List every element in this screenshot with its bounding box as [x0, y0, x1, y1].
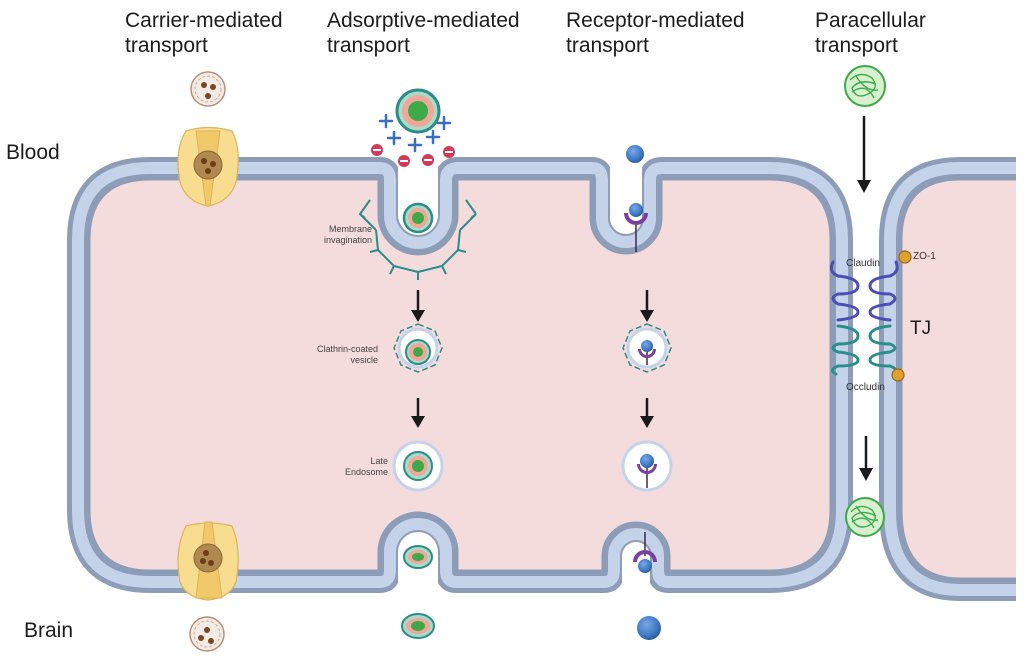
late-endosome-adsorptive: [392, 440, 444, 492]
negative-charges: [371, 144, 455, 167]
carrier-cargo-top: [190, 71, 226, 107]
paracellular-molecule-bottom: [845, 497, 885, 537]
nanocarrier-exocytosis: [403, 545, 433, 569]
receptor-arrow-2: [640, 398, 654, 428]
cationic-nanocarrier-top: [395, 88, 441, 134]
label-late-endosome: Late Endosome: [344, 456, 388, 477]
cell-membrane-inner: [72, 162, 848, 588]
ligand-brain: [637, 616, 661, 640]
paracellular-molecule-top: [844, 65, 886, 107]
claudin-strands: [829, 260, 899, 322]
label-membrane-invagination: Membrane invagination: [323, 224, 372, 245]
adsorptive-mediated-column: [358, 88, 477, 639]
receptor-ligand-invagination: [624, 203, 648, 252]
adsorptive-arrow-1: [411, 290, 425, 322]
clathrin-coated-vesicle-adsorptive: [393, 323, 443, 373]
carrier-cargo-bottom: [189, 616, 225, 652]
positive-charges: [378, 113, 452, 153]
carrier-protein-top: [177, 126, 239, 207]
occludin-strands: [831, 324, 898, 376]
carrier-protein-bottom: [177, 521, 239, 601]
paracellular-column: [829, 65, 912, 537]
paracellular-arrow-bottom: [859, 436, 873, 481]
adsorptive-arrow-2: [411, 398, 425, 428]
label-blood: Blood: [6, 141, 60, 164]
label-claudin: Claudin: [846, 258, 880, 269]
clathrin-coated-vesicle-receptor: [622, 323, 672, 373]
receptor-mediated-column: [621, 145, 673, 640]
label-brain: Brain: [24, 619, 74, 642]
header-carrier-mediated: Carrier-mediated transport: [125, 9, 283, 57]
header-adsorptive-mediated: Adsorptive-mediated transport: [327, 9, 520, 57]
label-clathrin-coated-vesicle: Clathrin-coated vesicle: [316, 344, 378, 365]
nanocarrier-in-invagination: [402, 202, 434, 234]
paracellular-arrow-top: [857, 116, 871, 193]
adjacent-cell-membrane-edge: [899, 177, 1024, 581]
right-clip: [1016, 150, 1024, 610]
nanocarrier-brain: [401, 613, 435, 639]
label-tight-junction: TJ: [910, 318, 932, 339]
header-paracellular: Paracellular transport: [815, 9, 926, 57]
label-zo1: ZO-1: [913, 251, 936, 262]
header-receptor-mediated: Receptor-mediated transport: [566, 9, 745, 57]
receptor-arrow-1: [640, 290, 654, 322]
ligand-blood: [626, 145, 644, 163]
zo1-protein-bottom: [891, 368, 905, 382]
clathrin-coat-invagination: [358, 199, 477, 280]
adjacent-endothelial-cell: [879, 150, 1024, 610]
label-occludin: Occludin: [846, 382, 885, 393]
carrier-mediated-column: [177, 71, 239, 652]
zo1-protein-top: [898, 250, 912, 264]
adjacent-cell-membrane-inner: [884, 162, 1024, 596]
receptor-ligand-exocytosis: [633, 532, 657, 573]
late-endosome-receptor: [621, 440, 673, 492]
